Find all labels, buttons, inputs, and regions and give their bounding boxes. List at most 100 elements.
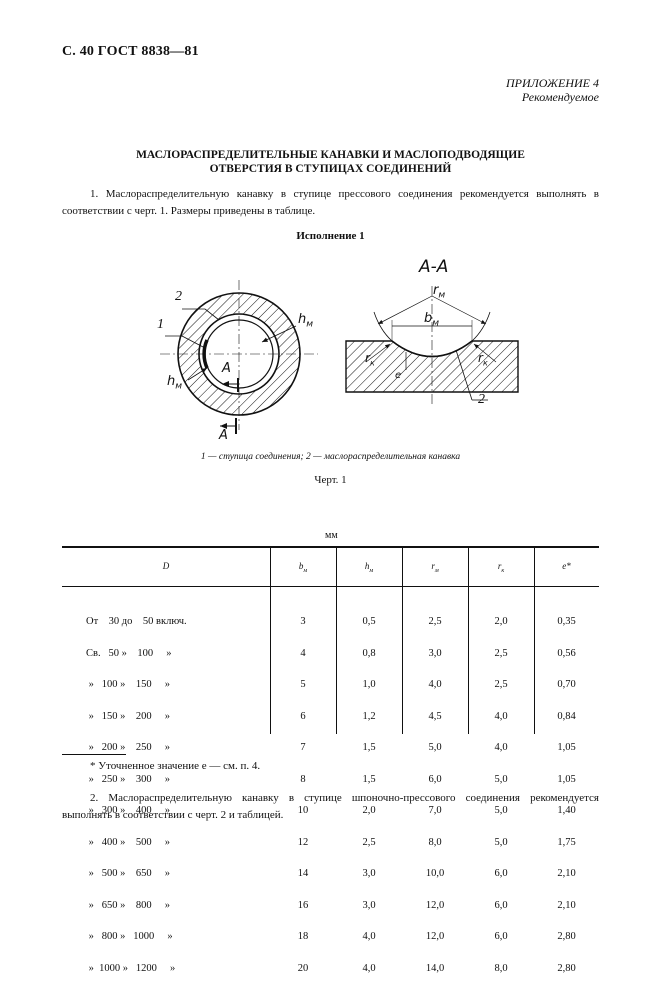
table-cell: 6,0 <box>494 868 508 879</box>
label-arrow-a-outer: A <box>219 428 228 443</box>
label-arrow-a-inner: A <box>222 361 231 376</box>
label-2-ring: 2 <box>175 289 182 304</box>
table-cell: 6 <box>300 710 306 722</box>
table-cell: 18 <box>297 931 309 942</box>
table-col-divider <box>402 546 403 734</box>
table-cell: 16 <box>297 899 309 911</box>
table-cell: 14 <box>297 868 309 879</box>
table-cell: 6,0 <box>494 899 508 911</box>
label-hm-bottom: hм <box>167 374 183 392</box>
table-cell: 4,0 <box>362 962 376 974</box>
table-cell: 4,0 <box>494 710 508 722</box>
table-cell: Св. 50 » 100 » <box>86 647 172 659</box>
table-cell: 3,0 <box>428 647 442 659</box>
section-aa-view <box>345 286 519 405</box>
table-cell: 8 <box>300 773 306 785</box>
recommended-label: Рекомендуемое <box>521 90 599 104</box>
footnote-divider <box>62 754 126 755</box>
table-cell: 20 <box>297 962 309 974</box>
table-top-border <box>62 546 599 548</box>
table-cell: 5,0 <box>428 742 442 753</box>
column-d: От 30 до 50 включ. Св. 50 » 100 » » 100 … <box>86 596 187 985</box>
table-cell: 1,0 <box>362 679 376 690</box>
table-cell: 2,80 <box>557 931 576 942</box>
table-cell: 6,0 <box>494 931 508 942</box>
label-rk-right: rк <box>478 351 488 368</box>
table-unit: мм <box>325 530 338 541</box>
table-cell: » 300 » 400 » <box>86 805 170 816</box>
table-cell: 10,0 <box>425 868 445 879</box>
paragraph-1: 1. Маслораспределительную канавку в ступ… <box>62 186 599 220</box>
header-e: e* <box>562 561 571 571</box>
table-cell: 1,75 <box>557 836 576 848</box>
figure-caption: 1 — ступица соединения; 2 — маслораспред… <box>200 452 461 462</box>
label-1-ring: 1 <box>157 317 164 332</box>
appendix-number: ПРИЛОЖЕНИЕ 4 <box>506 76 599 90</box>
table-cell: 2,5 <box>428 616 442 627</box>
table-cell: 2,0 <box>362 805 376 816</box>
table-cell: 0,35 <box>557 616 576 627</box>
header-rk: rк <box>497 561 505 574</box>
title-line-2: ОТВЕРСТИЯ В СТУПИЦАХ СОЕДИНЕНИЙ <box>209 163 452 175</box>
table-cell: 1,40 <box>557 805 576 816</box>
table-cell: 4,5 <box>428 710 442 722</box>
label-bm: bм <box>424 311 440 329</box>
table-cell: 12,0 <box>425 931 445 942</box>
section-label-aa: А-А <box>419 257 449 277</box>
table-cell: 5,0 <box>494 836 508 848</box>
table-cell: 3 <box>300 616 306 627</box>
table-cell: 3,0 <box>362 899 376 911</box>
table-cell: 0,8 <box>362 647 376 659</box>
table-cell: » 500 » 650 » <box>86 868 170 879</box>
table-col-divider <box>468 546 469 734</box>
table-cell: » 800 » 1000 » <box>86 931 173 942</box>
label-hm-top: hм <box>298 312 314 330</box>
execution-label: Исполнение 1 <box>296 230 365 242</box>
table-cell: 14,0 <box>425 962 445 974</box>
table-cell: » 200 » 250 » <box>86 742 170 753</box>
table-cell: 0,70 <box>557 679 576 690</box>
table-cell: 2,5 <box>362 836 376 848</box>
table-cell: 5 <box>300 679 306 690</box>
table-cell: От 30 до 50 включ. <box>86 616 187 627</box>
table-col-divider <box>534 546 535 734</box>
label-rk-left: rк <box>365 351 375 368</box>
table-cell: 2,10 <box>557 868 576 879</box>
paragraph-2-text: 2. Маслораспределительную канавку в ступ… <box>62 792 599 821</box>
table-cell: 12 <box>297 836 309 848</box>
label-rm: rм <box>433 283 446 301</box>
header-rm: rм <box>431 561 439 574</box>
section-title: МАСЛОРАСПРЕДЕЛИТЕЛЬНЫЕ КАНАВКИ И МАСЛОПО… <box>0 148 661 176</box>
table-cell: » 1000 » 1200 » <box>86 962 176 974</box>
title-line-1: МАСЛОРАСПРЕДЕЛИТЕЛЬНЫЕ КАНАВКИ И МАСЛОПО… <box>136 149 525 161</box>
figure-number: Черт. 1 <box>314 474 347 486</box>
table-cell: 8,0 <box>494 962 508 974</box>
table-cell: 2,5 <box>494 679 508 690</box>
table-cell: » 400 » 500 » <box>86 836 170 848</box>
table-cell: » 100 » 150 » <box>86 679 170 690</box>
table-cell: 0,5 <box>362 616 376 627</box>
table-cell: 4,0 <box>428 679 442 690</box>
table-cell: 7 <box>300 742 306 753</box>
table-cell: 4,0 <box>362 931 376 942</box>
paragraph-2: 2. Маслораспределительную канавку в ступ… <box>62 790 599 824</box>
table-cell: 7,0 <box>428 805 442 816</box>
table-cell: 0,56 <box>557 647 576 659</box>
table-cell: » 650 » 800 » <box>86 899 170 911</box>
header-b: bм <box>298 561 308 574</box>
table-cell: 5,0 <box>494 805 508 816</box>
table-cell: 6,0 <box>428 773 442 785</box>
table-cell: 4,0 <box>494 742 508 753</box>
table-cell: » 150 » 200 » <box>86 710 170 722</box>
table-cell: » 250 » 300 » <box>86 773 170 785</box>
label-e: е <box>395 370 402 381</box>
table-cell: 8,0 <box>428 836 442 848</box>
header-d: D <box>162 561 170 571</box>
table-cell: 3,0 <box>362 868 376 879</box>
footnote: * Уточненное значение е — см. п. 4. <box>90 760 261 772</box>
paragraph-1-text: 1. Маслораспределительную канавку в ступ… <box>62 188 599 217</box>
table-cell: 2,10 <box>557 899 576 911</box>
table-cell: 2,0 <box>494 616 508 627</box>
table-cell: 2,5 <box>494 647 508 659</box>
table-cell: 1,5 <box>362 773 376 785</box>
